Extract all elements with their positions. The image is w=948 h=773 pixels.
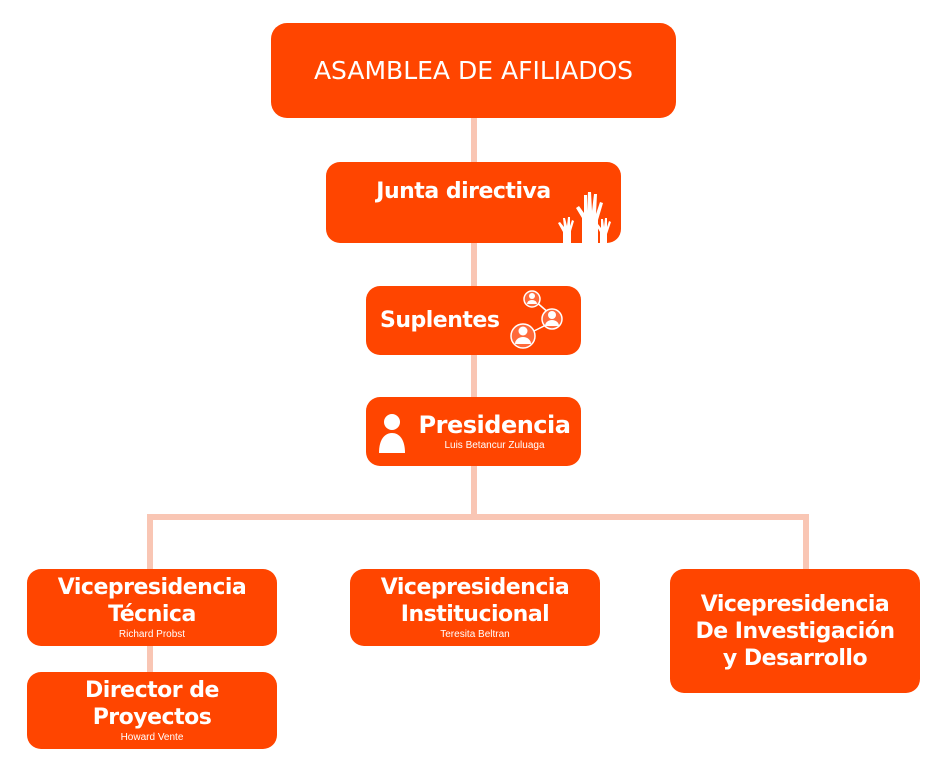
node-vp-investigacion: Vicepresidencia De Investigación y Desar…	[670, 569, 920, 693]
node-title-line: y Desarrollo	[722, 645, 868, 671]
node-vp-institucional: Vicepresidencia Institucional Teresita B…	[350, 569, 600, 646]
node-title: ASAMBLEA DE AFILIADOS	[313, 56, 634, 85]
connector-horizontal	[147, 514, 809, 520]
node-title-line: Proyectos	[92, 705, 212, 730]
node-title-line: Técnica	[108, 602, 196, 627]
node-junta: Junta directiva	[326, 162, 621, 243]
people-network-icon	[510, 290, 563, 349]
connector-left	[147, 514, 153, 570]
node-asamblea: ASAMBLEA DE AFILIADOS	[271, 23, 676, 118]
connector-right	[803, 514, 809, 570]
raised-hands-icon	[558, 192, 611, 243]
node-title-line: Director de	[85, 678, 219, 703]
node-presidencia: Presidencia Luis Betancur Zuluaga	[366, 397, 581, 466]
node-person-name: Teresita Beltran	[440, 629, 510, 640]
node-title-line: Vicepresidencia	[57, 575, 247, 600]
node-title-line: Institucional	[400, 602, 550, 627]
node-title-line: Vicepresidencia	[380, 575, 570, 600]
person-icon	[379, 414, 405, 453]
node-title: Junta directiva	[376, 179, 551, 204]
node-title: Suplentes	[380, 308, 500, 333]
node-title-line: Vicepresidencia	[700, 591, 890, 617]
node-title: Presidencia	[418, 410, 571, 439]
node-suplentes: Suplentes	[366, 286, 581, 355]
node-person-name: Howard Vente	[120, 732, 184, 743]
node-person-name: Richard Probst	[118, 629, 186, 640]
node-person-name: Luis Betancur Zuluaga	[444, 439, 545, 451]
node-vp-tecnica: Vicepresidencia Técnica Richard Probst	[27, 569, 277, 646]
node-director: Director de Proyectos Howard Vente	[27, 672, 277, 749]
connector-director	[147, 645, 153, 673]
node-title-line: De Investigación	[695, 618, 895, 644]
